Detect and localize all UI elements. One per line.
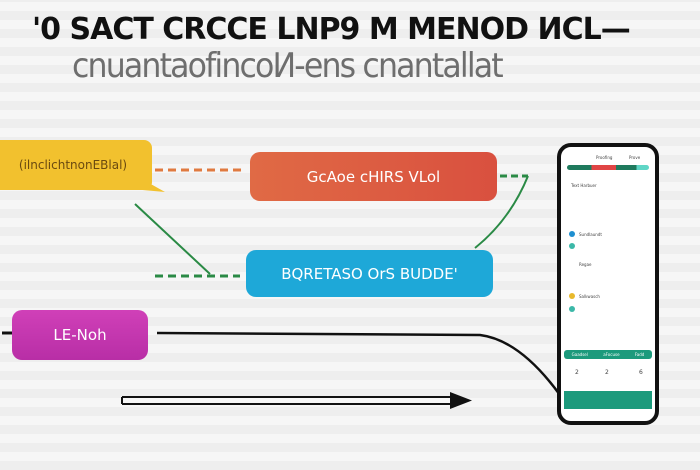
callout-node[interactable]: (ilnclichtnonEBlal) bbox=[0, 140, 152, 190]
connector-green-curve bbox=[474, 175, 529, 249]
double-arrow bbox=[121, 392, 472, 409]
page-title: '0 SACT CRCCE LNP9 M MENOD ИCL— bbox=[32, 12, 631, 47]
phone-band: Gaadsel aFocuse Fadd bbox=[564, 350, 652, 359]
phone-count: 2 bbox=[605, 369, 609, 376]
phone-footer-bar bbox=[564, 391, 652, 409]
magenta-node[interactable]: LE-Noh bbox=[12, 310, 148, 360]
phone-row-2[interactable]: Sundlaundt bbox=[579, 232, 602, 237]
phone-dot-icon bbox=[569, 306, 575, 312]
phone-tab-1[interactable]: Proofing bbox=[596, 155, 613, 160]
phone-dot-icon bbox=[569, 231, 575, 237]
phone-count: 6 bbox=[639, 369, 643, 376]
phone-progress-bar bbox=[567, 165, 649, 170]
phone-tab-2[interactable]: Prove bbox=[629, 155, 641, 160]
phone-band-item[interactable]: Fadd bbox=[634, 352, 645, 357]
phone-row-3: Regae bbox=[579, 262, 592, 267]
phone-count: 2 bbox=[575, 369, 579, 376]
blue-node[interactable]: BQRETASO OrS BUDDE' bbox=[246, 250, 493, 297]
orange-node[interactable]: GcAoe cHIRS VLol bbox=[250, 152, 497, 201]
phone-band-item[interactable]: aFocuse bbox=[603, 352, 620, 357]
connector-green-diagonal bbox=[134, 203, 211, 275]
phone-row-1[interactable]: Text Harbuer bbox=[571, 183, 597, 188]
connector-black-curve bbox=[156, 331, 562, 396]
page-subtitle: cnuantaofincoИ-ens cnantallat bbox=[72, 46, 504, 86]
phone-mockup: Proofing Prove Text Harbuer Sundlaundt R… bbox=[557, 143, 659, 425]
phone-row-4[interactable]: Salkwasch bbox=[579, 294, 600, 299]
phone-dot-icon bbox=[569, 293, 575, 299]
phone-band-item[interactable]: Gaadsel bbox=[571, 352, 588, 357]
phone-dot-icon bbox=[569, 243, 575, 249]
